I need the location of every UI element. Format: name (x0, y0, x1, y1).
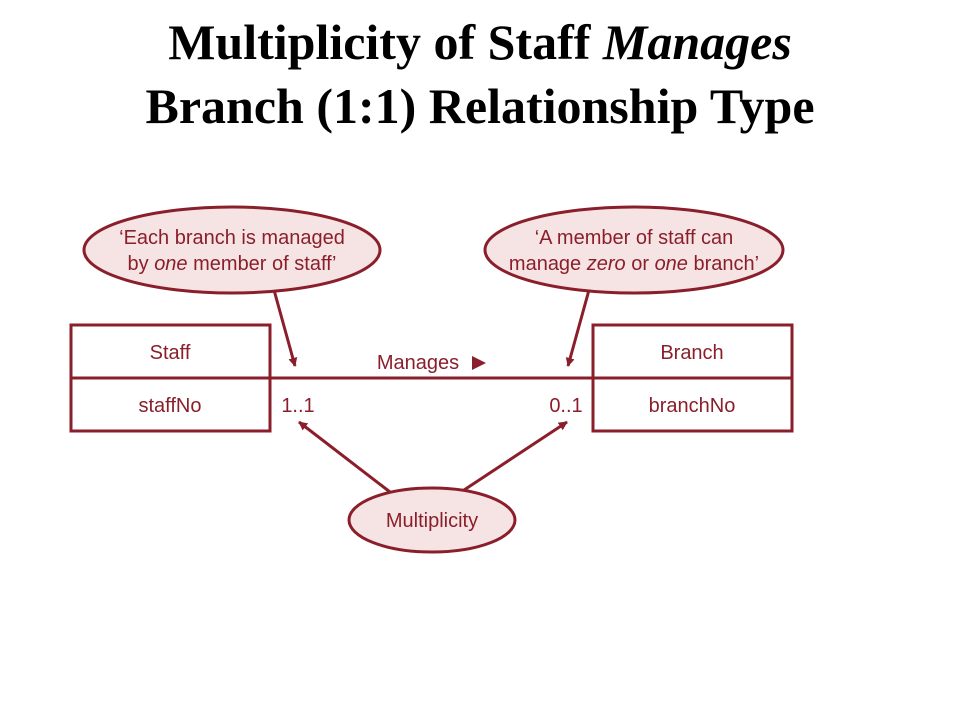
callout-right-line-2-emphasis-1: zero (586, 253, 626, 275)
multiplicity-arrow-right (460, 420, 568, 494)
callout-multiplicity: Multiplicity (347, 486, 517, 554)
title-line-1: Multiplicity of Staff Manages (0, 10, 960, 74)
callout-right-line-2: manage zero or one branch’ (509, 253, 759, 275)
page-title: Multiplicity of Staff Manages Branch (1:… (0, 10, 960, 138)
callout-right-ellipse (483, 205, 785, 295)
multiplicity-arrow-left (298, 420, 391, 494)
callout-multiplicity-ellipse (347, 486, 517, 554)
title-prefix: Multiplicity of Staff (168, 14, 603, 70)
entity-staff-name: Staff (150, 342, 191, 364)
callout-right-line-2-prefix: manage (509, 253, 587, 275)
entity-staff-attribute: staffNo (139, 395, 202, 417)
callout-right-line-1: ‘A member of staff can (535, 227, 734, 249)
callout-right: ‘A member of staff can manage zero or on… (483, 205, 785, 295)
callout-left-ellipse (82, 205, 382, 295)
callout-right-line-2-mid: or (626, 253, 655, 275)
callout-left-line-2-emphasis: one (154, 253, 187, 275)
callout-left-line-2-suffix: member of staff’ (188, 253, 337, 275)
callout-right-line-2-emphasis-2: one (655, 253, 688, 275)
entity-branch-name: Branch (660, 342, 723, 364)
entity-staff: Staff staffNo (69, 323, 272, 433)
entity-branch-attribute: branchNo (649, 395, 736, 417)
triangle-right-icon (472, 356, 486, 370)
left-multiplicity: 1..1 (281, 395, 314, 417)
title-emphasis: Manages (602, 14, 792, 70)
relationship-label: Manages (377, 352, 459, 374)
callout-left: ‘Each branch is managed by one member of… (82, 205, 382, 295)
callout-left-line-2-prefix: by (128, 253, 155, 275)
callout-left-line-1: ‘Each branch is managed (119, 227, 345, 249)
callout-left-arrow (272, 289, 298, 367)
callout-left-line-2: by one member of staff’ (128, 253, 337, 275)
callout-right-line-2-suffix: branch’ (688, 253, 759, 275)
callout-multiplicity-label: Multiplicity (386, 510, 478, 532)
callout-right-arrow (565, 289, 591, 367)
entity-branch: Branch branchNo (591, 323, 794, 433)
right-multiplicity: 0..1 (549, 395, 582, 417)
title-line-2: Branch (1:1) Relationship Type (145, 78, 815, 134)
